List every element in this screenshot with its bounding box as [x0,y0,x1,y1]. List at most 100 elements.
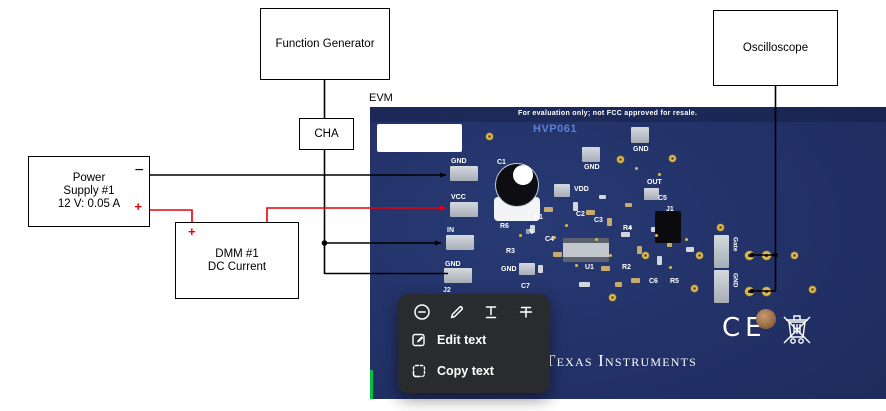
solder-pad [644,188,659,200]
via-dot [629,226,632,229]
minus-terminal: − [134,162,144,179]
via [609,294,616,301]
via [669,155,676,162]
smd-component [530,225,535,233]
plus-terminal: + [134,199,142,214]
silkscreen-label: GND [731,273,739,288]
oscilloscope-box: Oscilloscope [713,10,838,86]
solder-pad [450,166,478,181]
wire-junction-dot [321,240,328,246]
smd-component [599,195,606,199]
via-dot [553,236,556,239]
silkscreen-label: OUT [647,179,662,186]
smd-component [544,207,553,212]
menu-item-label: Edit text [437,332,487,347]
silkscreen-label: J1 [666,206,674,213]
via-dot [635,167,638,170]
via-dot [575,264,578,267]
silkscreen-label: GND [584,164,600,171]
solder-pad [450,202,478,217]
silkscreen-label: C6 [649,278,658,285]
silkscreen-label: R1 [534,214,543,221]
context-menu: Edit text Copy text [398,294,550,393]
smd-component [573,202,578,211]
function-generator-label: Function Generator [275,37,375,50]
green-edge-strip [370,370,373,399]
silkscreen-label: GND [445,261,461,268]
silkscreen-label: C4 [545,236,554,243]
test-point-via [762,251,771,260]
cha-label: CHA [314,127,339,140]
smd-component [601,266,610,271]
annotation-toolbar [398,294,550,324]
smd-component [579,282,590,287]
silkscreen-label: R2 [622,264,631,271]
texas-instruments-logo: Texas Instruments [545,351,698,370]
pen-tool-icon[interactable] [447,302,467,322]
test-point-via [745,287,754,296]
plus-terminal: + [188,224,196,239]
menu-item-edit-text[interactable]: Edit text [398,324,550,355]
connector-j1 [655,211,681,243]
blank-sticker-label [377,124,462,152]
menu-item-copy-text[interactable]: Copy text [398,355,550,386]
smd-component [637,246,642,254]
power-supply-spec: 12 V: 0.05 A [57,198,121,210]
solder-pad [582,147,600,162]
silkscreen-label: U1 [585,264,594,271]
solder-pad [714,270,729,303]
smd-component [553,252,562,257]
via [696,252,703,259]
via-dot [565,224,568,227]
dmm-box: DMM #1 DC Current + [175,222,299,299]
test-point-via [762,287,771,296]
text-underline-tool-icon[interactable] [481,302,501,322]
via-dot [655,234,658,237]
smd-component [621,232,630,237]
silkscreen-label: R5 [670,278,679,285]
silkscreen-label: C5 [658,195,667,202]
test-point-via [745,251,754,260]
menu-item-label: Copy text [437,363,494,378]
function-generator-box: Function Generator [260,8,390,80]
solder-pad [519,263,535,275]
edit-text-icon [412,333,425,346]
via [717,224,724,231]
silkscreen-label: GND [633,146,649,153]
cha-box: CHA [299,118,354,150]
smd-component [657,256,662,265]
circle-minus-tool-icon[interactable] [412,302,432,322]
smd-component [667,239,672,247]
board-model-label: HVP061 [533,123,577,135]
via [486,133,493,140]
via-dot [609,254,612,257]
ce-mark: CE [722,313,767,343]
solder-pad [714,235,729,268]
dmm-mode: DC Current [207,260,267,273]
power-supply-name-line2: Supply #1 [63,185,115,197]
dmm-name: DMM #1 [215,247,259,260]
capacitor-highlight [513,165,533,185]
power-supply-box: Power Supply #1 12 V: 0.05 A − + [28,156,150,227]
solder-pad [446,235,474,250]
smd-component [625,203,632,207]
power-supply-name-line1: Power [72,172,106,184]
text-strikethrough-tool-icon[interactable] [516,302,536,322]
silkscreen-label: R6 [500,223,509,230]
silkscreen-label: Gate [731,237,739,252]
via-dot [669,266,672,269]
via [691,285,698,292]
via [809,286,816,293]
silkscreen-label: C2 [576,211,585,218]
silkscreen-label: C7 [521,283,530,290]
silkscreen-label: GND [451,158,467,165]
silkscreen-label: VDD [574,186,589,193]
silkscreen-label: C3 [594,217,603,224]
solder-pad [444,268,472,283]
via [642,252,649,259]
silkscreen-label: C1 [497,159,506,166]
smd-component [586,210,595,215]
oscilloscope-label: Oscilloscope [742,41,809,54]
ic-u1 [563,238,609,262]
